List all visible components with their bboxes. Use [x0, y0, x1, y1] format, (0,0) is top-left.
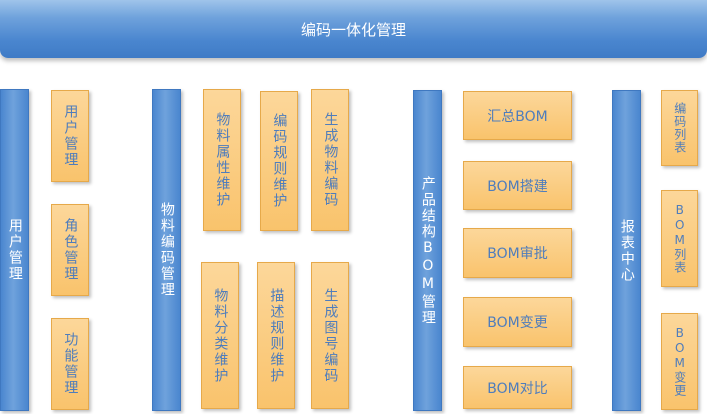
- pillar-bom-management: 产品结构BOM管理: [413, 90, 442, 411]
- box-user-mgmt: 用户管理: [51, 90, 89, 182]
- box-material-attr: 物料属性维护: [203, 89, 241, 231]
- box-role-mgmt: 角色管理: [51, 204, 89, 296]
- box-gen-material-code: 生成物料编码: [311, 89, 349, 231]
- box-bom-change-report: BOM变更: [661, 313, 698, 410]
- box-material-category: 物料分类维护: [201, 262, 239, 409]
- box-bom-change: BOM变更: [463, 297, 572, 347]
- box-gen-drawing-code: 生成图号编码: [311, 262, 349, 409]
- diagram-title: 编码一体化管理: [300, 20, 406, 39]
- pillar-report-center: 报表中心: [612, 90, 641, 411]
- box-code-rule: 编码规则维护: [260, 91, 298, 231]
- box-bom-compare: BOM对比: [463, 366, 572, 409]
- box-bom-build: BOM搭建: [463, 161, 572, 210]
- pillar-material-code-management: 物料编码管理: [152, 89, 181, 411]
- box-bom-approval: BOM审批: [463, 228, 572, 278]
- box-function-mgmt: 功能管理: [51, 318, 89, 410]
- box-desc-rule: 描述规则维护: [257, 262, 295, 409]
- box-bom-list: BOM列表: [661, 190, 698, 287]
- title-banner: 编码一体化管理: [0, 0, 707, 58]
- box-code-list: 编码列表: [661, 90, 698, 166]
- pillar-user-management: 用户管理: [0, 89, 29, 411]
- box-summary-bom: 汇总BOM: [463, 91, 572, 140]
